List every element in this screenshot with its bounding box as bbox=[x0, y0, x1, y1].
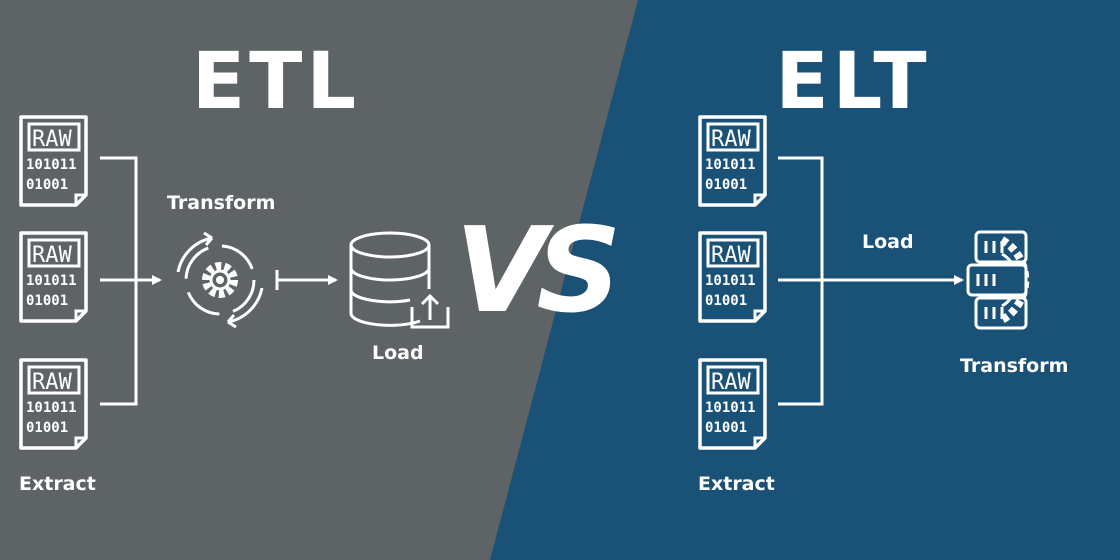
etl-doc-2-line1: 101011 bbox=[26, 273, 77, 289]
etl-doc-1-line2: 01001 bbox=[26, 177, 68, 193]
etl-extract-label: Extract bbox=[19, 473, 96, 495]
elt-doc-1-tag: RAW bbox=[711, 127, 751, 152]
etl-doc-3-line1: 101011 bbox=[26, 400, 77, 416]
elt-extract-label: Extract bbox=[698, 473, 775, 495]
etl-transform-label: Transform bbox=[167, 192, 276, 214]
elt-doc-2-line2: 01001 bbox=[705, 293, 747, 309]
etl-load-label: Load bbox=[372, 342, 424, 364]
gear-cycle-icon bbox=[176, 231, 264, 329]
elt-document-3: RAW 101011 01001 bbox=[698, 358, 767, 450]
etl-doc-1-tag: RAW bbox=[32, 127, 72, 152]
etl-title: ETL bbox=[191, 37, 361, 127]
elt-title: ELT bbox=[775, 37, 931, 127]
etl-document-3: RAW 101011 01001 bbox=[19, 358, 88, 450]
elt-doc-3-line1: 101011 bbox=[705, 400, 756, 416]
etl-document-1: RAW 101011 01001 bbox=[19, 115, 88, 207]
elt-doc-3-line2: 01001 bbox=[705, 420, 747, 436]
elt-load-label: Load bbox=[862, 231, 914, 253]
etl-doc-2-line2: 01001 bbox=[26, 293, 68, 309]
database-upload-icon bbox=[349, 231, 450, 329]
etl-doc-1-line1: 101011 bbox=[26, 157, 77, 173]
etl-doc-3-tag: RAW bbox=[32, 370, 72, 395]
etl-document-2: RAW 101011 01001 bbox=[19, 231, 88, 323]
elt-doc-1-line1: 101011 bbox=[705, 157, 756, 173]
elt-doc-3-tag: RAW bbox=[711, 370, 751, 395]
elt-document-2: RAW 101011 01001 bbox=[698, 231, 767, 323]
elt-document-1: RAW 101011 01001 bbox=[698, 115, 767, 207]
vs-text: VS bbox=[455, 201, 621, 339]
etl-doc-2-tag: RAW bbox=[32, 243, 72, 268]
elt-transform-label: Transform bbox=[960, 355, 1069, 377]
etl-doc-3-line2: 01001 bbox=[26, 420, 68, 436]
elt-doc-1-line2: 01001 bbox=[705, 177, 747, 193]
etl-extract-bracket bbox=[100, 156, 138, 406]
server-gear-icon bbox=[966, 230, 1030, 330]
elt-doc-2-tag: RAW bbox=[711, 243, 751, 268]
elt-doc-2-line1: 101011 bbox=[705, 273, 756, 289]
